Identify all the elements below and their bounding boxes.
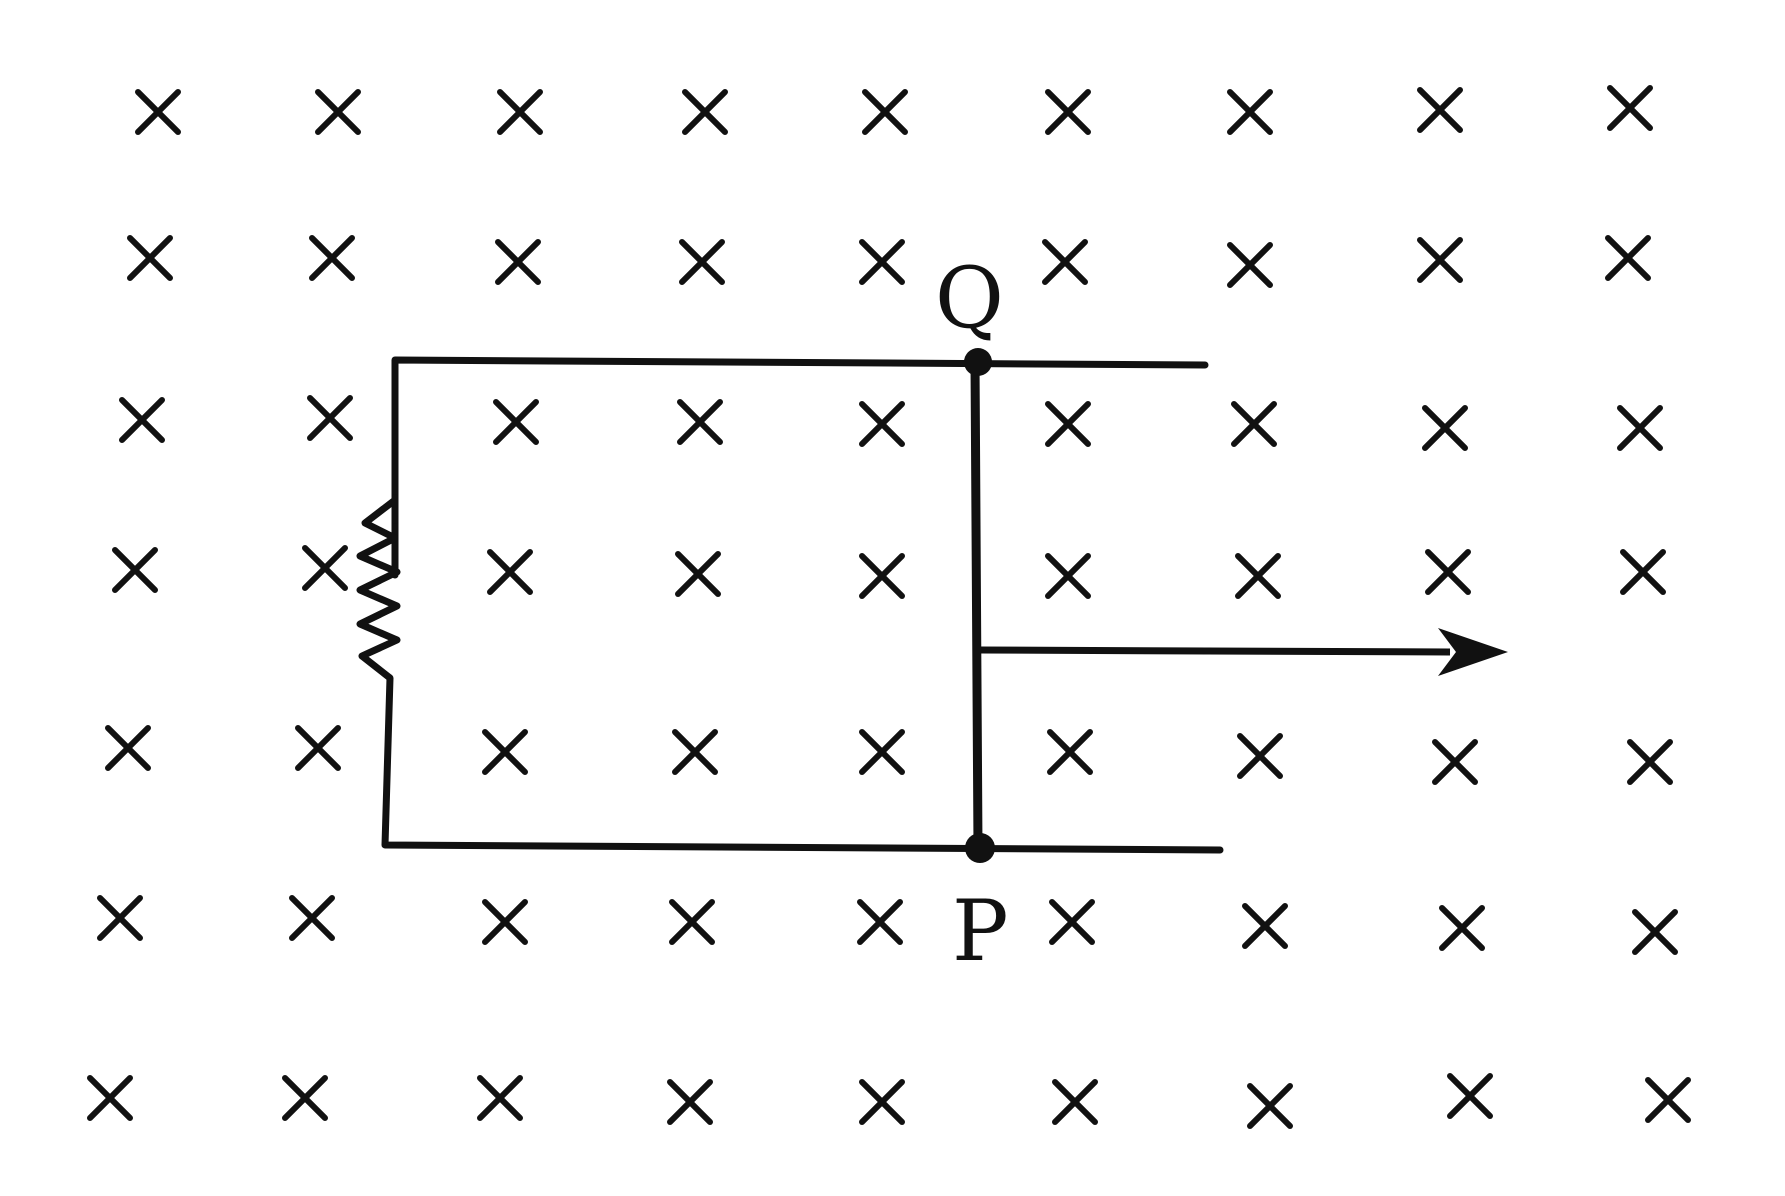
cross-x-icon <box>87 1075 133 1121</box>
cross-x-icon <box>1425 549 1471 595</box>
cross-x-icon <box>127 235 173 281</box>
arrow-right-icon <box>979 628 1508 676</box>
cross-x-icon <box>1607 85 1653 131</box>
cross-x-icon <box>295 725 341 771</box>
cross-x-icon <box>97 895 143 941</box>
cross-x-icon <box>1242 903 1288 949</box>
cross-x-icon <box>1645 1077 1691 1123</box>
cross-x-icon <box>1231 401 1277 447</box>
cross-x-icon <box>307 395 353 441</box>
cross-x-icon <box>1627 739 1673 785</box>
cross-x-icon <box>302 545 348 591</box>
cross-x-icon <box>862 89 908 135</box>
cross-x-icon <box>859 553 905 599</box>
cross-x-icon <box>497 89 543 135</box>
cross-x-icon <box>1047 729 1093 775</box>
cross-x-icon <box>677 399 723 445</box>
top-rail <box>391 356 1209 579</box>
magnetic-field <box>87 85 1691 1129</box>
cross-x-icon <box>1235 553 1281 599</box>
cross-x-icon <box>1042 239 1088 285</box>
bottom-rail <box>381 674 1224 854</box>
label-p: P <box>952 882 1009 980</box>
cross-x-icon <box>482 729 528 775</box>
cross-x-icon <box>105 725 151 771</box>
cross-x-icon <box>675 551 721 597</box>
cross-x-icon <box>1417 87 1463 133</box>
cross-x-icon <box>1447 1073 1493 1119</box>
cross-x-icon <box>667 1079 713 1125</box>
cross-x-icon <box>1605 235 1651 281</box>
cross-x-icon <box>1617 405 1663 451</box>
contact-q <box>964 348 992 376</box>
cross-x-icon <box>1417 237 1463 283</box>
cross-x-icon <box>859 1079 905 1125</box>
cross-x-icon <box>477 1075 523 1121</box>
cross-x-icon <box>482 899 528 945</box>
cross-x-icon <box>487 549 533 595</box>
cross-x-icon <box>1620 549 1666 595</box>
cross-x-icon <box>682 89 728 135</box>
cross-x-icon <box>672 729 718 775</box>
cross-x-icon <box>282 1075 328 1121</box>
cross-x-icon <box>1237 733 1283 779</box>
cross-x-icon <box>289 895 335 941</box>
cross-x-icon <box>135 89 181 135</box>
cross-x-icon <box>1045 553 1091 599</box>
cross-x-icon <box>1049 899 1095 945</box>
cross-x-icon <box>1422 405 1468 451</box>
cross-x-icon <box>1432 739 1478 785</box>
cross-x-icon <box>1227 89 1273 135</box>
sliding-rod <box>970 357 983 853</box>
cross-x-icon <box>495 239 541 285</box>
cross-x-icon <box>859 729 905 775</box>
cross-x-icon <box>1052 1079 1098 1125</box>
cross-x-icon <box>1247 1083 1293 1129</box>
cross-x-icon <box>1045 89 1091 135</box>
cross-x-icon <box>493 399 539 445</box>
cross-x-icon <box>679 239 725 285</box>
cross-x-icon <box>859 401 905 447</box>
cross-x-icon <box>315 89 361 135</box>
cross-x-icon <box>119 397 165 443</box>
resistor <box>356 497 401 681</box>
label-q: Q <box>935 249 1004 347</box>
cross-x-icon <box>859 239 905 285</box>
contact-p <box>965 833 995 863</box>
cross-x-icon <box>112 547 158 593</box>
cross-x-icon <box>1632 909 1678 955</box>
cross-x-icon <box>1439 905 1485 951</box>
cross-x-icon <box>309 235 355 281</box>
cross-x-icon <box>1227 242 1273 288</box>
cross-x-icon <box>857 899 903 945</box>
cross-x-icon <box>669 899 715 945</box>
cross-x-icon <box>1045 401 1091 447</box>
